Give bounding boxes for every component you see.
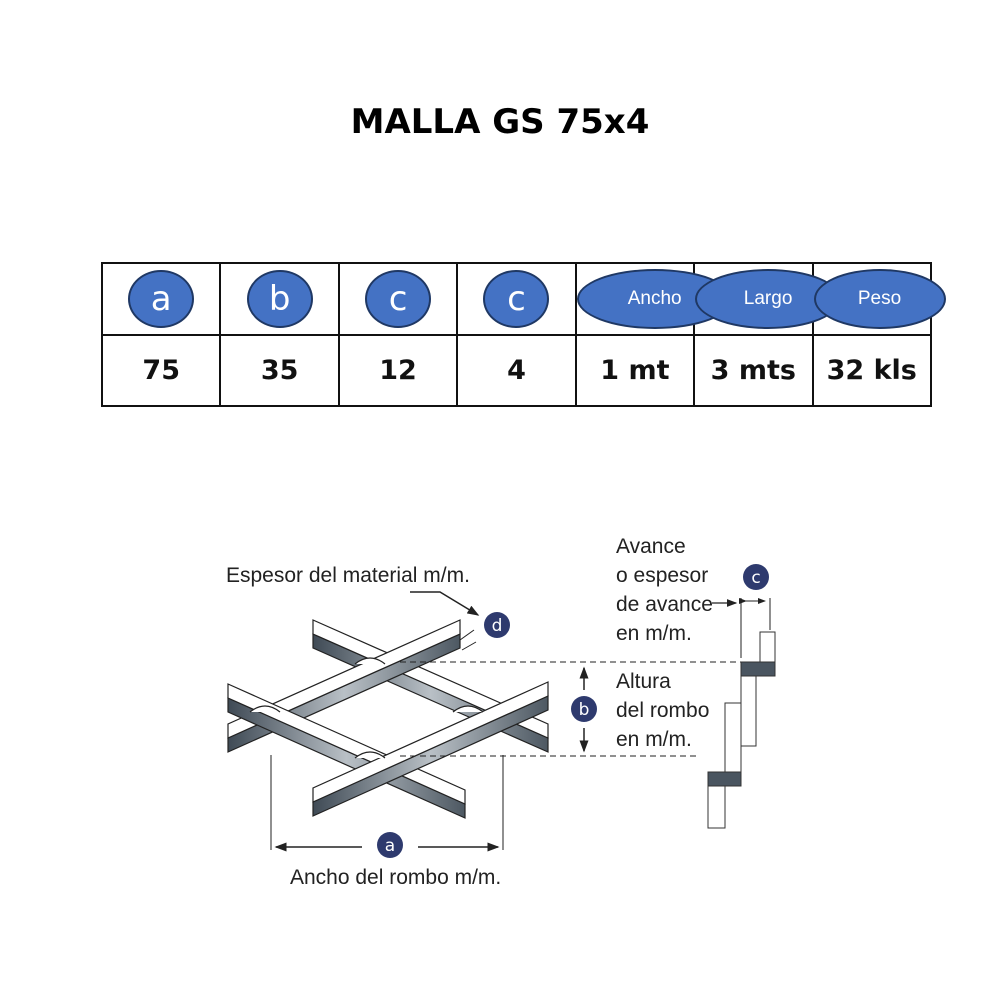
spec-table: a b c c Ancho Largo Peso 75 35 12 4 1 mt… <box>100 262 946 407</box>
header-badge-c: c <box>365 270 432 328</box>
header-badge-c2: c <box>483 270 550 328</box>
marker-c-icon <box>743 564 769 590</box>
table-header-row: a b c c Ancho Largo Peso <box>100 262 946 336</box>
label-avance-2: o espesor <box>616 564 708 587</box>
marker-a-label: a <box>385 836 395 856</box>
marker-a-icon <box>377 832 403 858</box>
value-c: 12 <box>337 334 459 407</box>
header-badge-a: a <box>128 270 195 328</box>
header-badge-peso: Peso <box>813 269 946 329</box>
marker-d-label: d <box>492 616 503 636</box>
label-ancho: Ancho del rombo m/m. <box>290 866 501 889</box>
label-avance-4: en m/m. <box>616 622 692 645</box>
tick <box>459 629 475 641</box>
label-altura-1: Altura <box>616 670 671 693</box>
espesor-arrow <box>410 591 480 616</box>
value-a: 75 <box>100 334 222 407</box>
label-avance-1: Avance <box>616 535 686 558</box>
marker-c-label: c <box>751 568 760 588</box>
expanded-metal-mesh <box>227 619 549 819</box>
value-c2: 4 <box>456 334 577 407</box>
label-avance-3: de avance <box>616 593 713 616</box>
marker-d-icon <box>484 612 510 638</box>
marker-b-label: b <box>579 700 590 720</box>
profile-section <box>707 631 776 829</box>
page-title: MALLA GS 75x4 <box>350 102 650 142</box>
label-altura-2: del rombo <box>616 699 709 722</box>
value-peso: 32 kls <box>811 334 933 407</box>
marker-b-icon <box>571 696 597 722</box>
label-espesor: Espesor del material m/m. <box>226 564 470 587</box>
header-badge-b: b <box>246 270 313 328</box>
tick <box>461 641 477 651</box>
table-value-row: 75 35 12 4 1 mt 3 mts 32 kls <box>100 334 933 407</box>
value-ancho: 1 mt <box>574 334 696 407</box>
label-altura-3: en m/m. <box>616 728 692 751</box>
value-largo: 3 mts <box>693 334 814 407</box>
value-b: 35 <box>219 334 340 407</box>
